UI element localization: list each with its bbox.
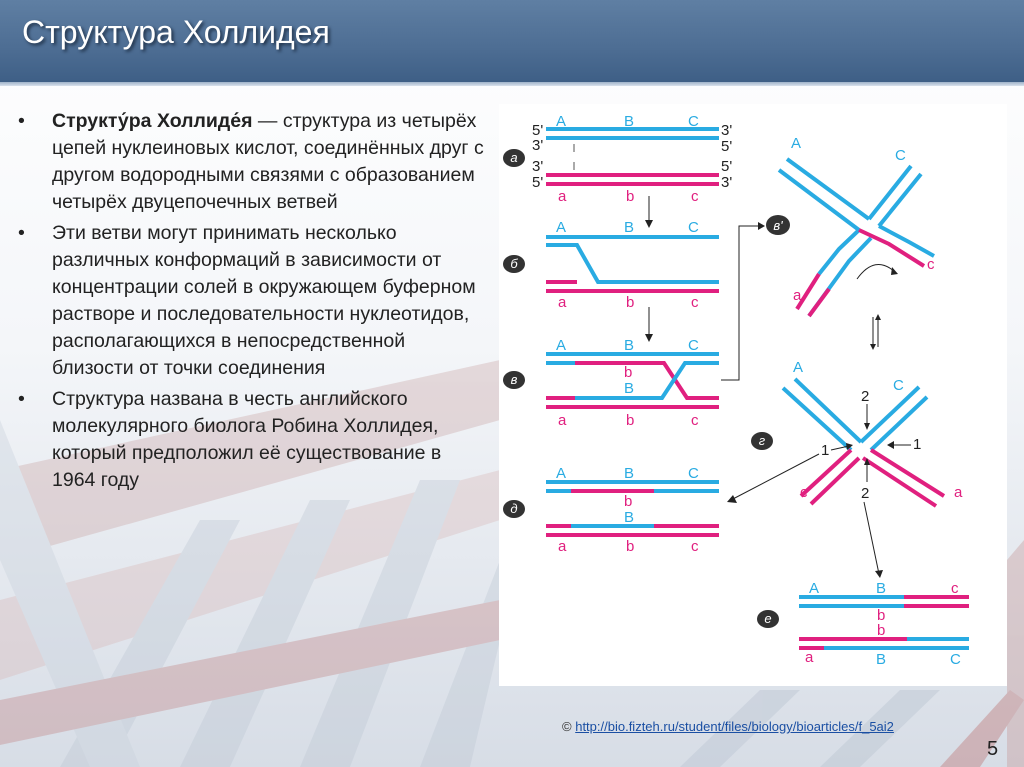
locus-label: c [691,412,699,429]
stage-v-prime: в' A C a c [766,135,935,350]
bullet-list: • Структу́ра Холлиде́я — структура из че… [18,108,488,498]
locus-label: c [691,538,699,555]
stage-d: A B C b B a b c д [503,465,719,555]
locus-label: C [893,377,904,394]
locus-label: a [793,287,802,304]
stage-badge-label: в' [773,218,783,233]
locus-label: C [688,465,699,482]
end-label: 3' [721,174,732,191]
bullet-term: Структу́ра Холлиде́я [52,110,253,132]
stage-g: г A C c a 2 1 1 2 [727,359,963,578]
stage-e: A B c b b a B C е [757,580,969,668]
locus-label: B [624,337,634,354]
locus-label: a [805,649,814,666]
locus-label: b [626,188,634,205]
title-divider [0,82,1024,86]
locus-label: b [624,364,632,381]
cut-number: 1 [913,436,921,453]
end-label: 3' [532,158,543,175]
locus-label: C [895,147,906,164]
end-label: 5' [532,174,543,191]
stage-v: A B C b B a b c в [503,337,719,429]
locus-label: a [558,188,567,205]
locus-label: b [626,412,634,429]
bullet-text: Структура названа в честь английского мо… [52,388,442,491]
locus-label: b [877,607,885,624]
bullet-item: • Структу́ра Холлиде́я — структура из че… [18,108,488,216]
locus-label: C [950,651,961,668]
locus-label: a [558,412,567,429]
locus-label: b [877,622,885,639]
stage-badge-label: в [511,372,518,387]
locus-label: C [688,219,699,236]
locus-label: A [556,465,566,482]
locus-label: a [954,484,963,501]
locus-label: b [626,294,634,311]
end-label: 5' [721,158,732,175]
stage-b: A B C a b c б [503,219,719,311]
bullet-marker: • [18,110,25,132]
end-label: 5' [532,122,543,139]
locus-label: B [876,580,886,597]
source-credit: © http://bio.fizteh.ru/student/files/bio… [562,719,894,734]
locus-label: c [927,256,935,273]
cut-number: 2 [861,388,869,405]
locus-label: C [688,337,699,354]
stage-badge-label: г [759,433,766,448]
end-label: 5' [721,138,732,155]
locus-label: B [876,651,886,668]
locus-label: B [624,380,634,397]
locus-label: c [800,484,808,501]
locus-label: b [626,538,634,555]
locus-label: B [624,219,634,236]
page-number: 5 [987,738,999,760]
bullet-text: — структура из четырёх цепей нуклеиновых… [52,110,484,213]
locus-label: C [688,113,699,130]
locus-label: B [624,113,634,130]
bullet-item: • Эти ветви могут принимать несколько ра… [18,220,488,382]
copyright-symbol: © [562,719,572,734]
locus-label: A [809,580,819,597]
holliday-diagram: 5' 3' 3' 5' 3' 5' 5' 3' A B C a b c а [503,113,969,668]
locus-label: a [558,294,567,311]
stage-badge-label: е [764,611,771,626]
locus-label: b [624,493,632,510]
locus-label: c [951,580,959,597]
holliday-diagram-panel: 5' 3' 3' 5' 3' 5' 5' 3' A B C a b c а [499,104,1007,686]
bullet-item: • Структура названа в честь английского … [18,386,488,494]
locus-label: c [691,294,699,311]
bullet-marker: • [18,388,25,410]
stage-a: 5' 3' 3' 5' 3' 5' 5' 3' A B C a b c а [503,113,732,205]
locus-label: A [791,135,801,152]
end-label: 3' [532,137,543,154]
stage-badge-label: д [510,501,517,516]
title-bar [0,0,1024,82]
cut-number: 1 [821,442,829,459]
locus-label: B [624,465,634,482]
stage-badge-label: б [510,256,518,271]
locus-label: a [558,538,567,555]
stage-badge-label: а [510,150,517,165]
locus-label: c [691,188,699,205]
slide-title: Структура Холлидея [22,14,330,50]
locus-label: A [793,359,803,376]
cut-number: 2 [861,485,869,502]
bullet-marker: • [18,222,25,244]
locus-label: B [624,509,634,526]
bullet-text: Эти ветви могут принимать несколько разл… [52,222,476,379]
source-link[interactable]: http://bio.fizteh.ru/student/files/biolo… [575,719,894,734]
locus-label: A [556,219,566,236]
locus-label: A [556,337,566,354]
locus-label: A [556,113,566,130]
end-label: 3' [721,122,732,139]
